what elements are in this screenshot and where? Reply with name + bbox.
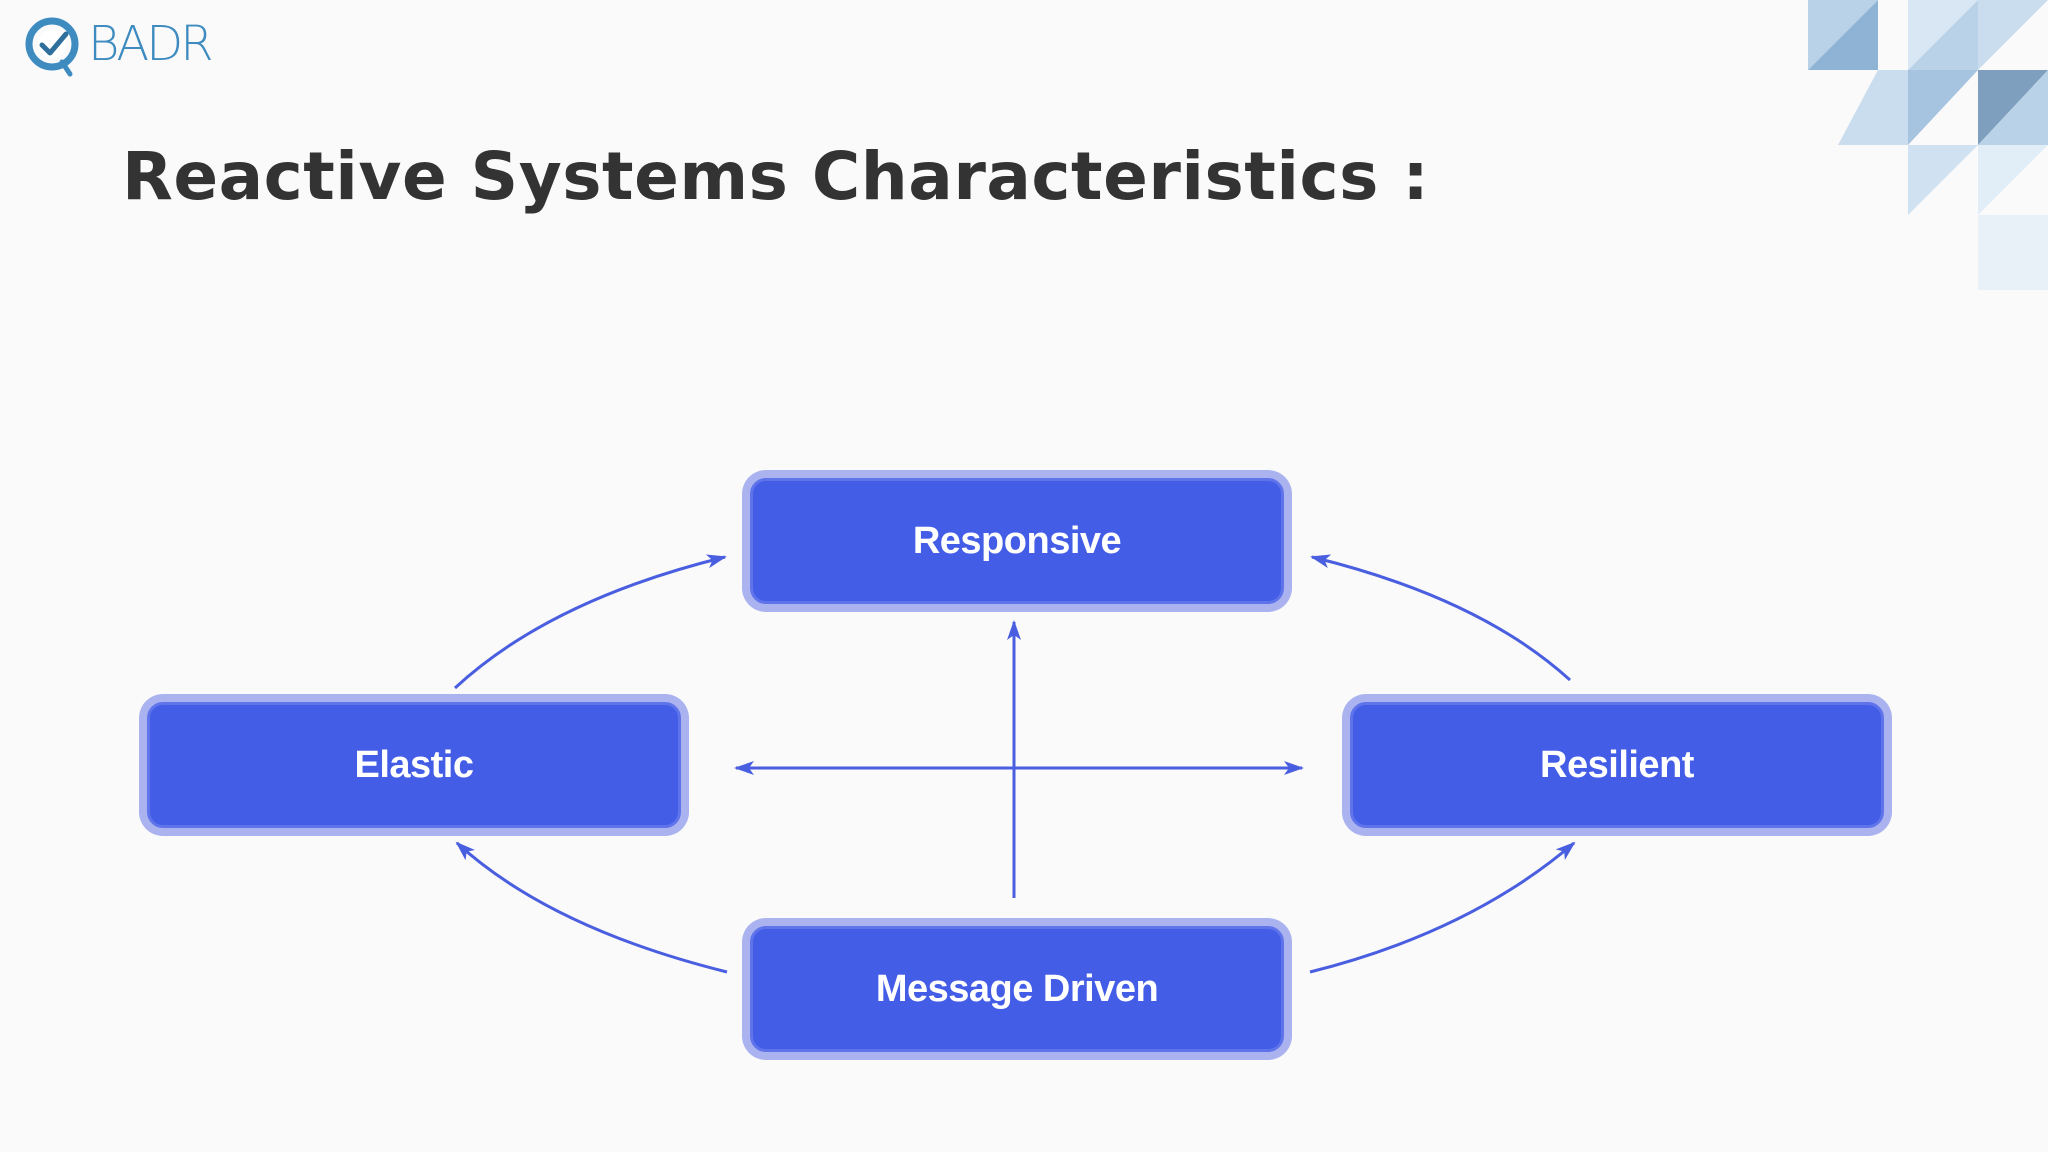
node-message-driven: Message Driven xyxy=(742,918,1292,1060)
node-message-driven-label: Message Driven xyxy=(750,926,1284,1052)
edge-message-to-resilient xyxy=(1309,841,1576,974)
badr-logo-icon xyxy=(25,17,79,77)
edge-elastic-to-responsive xyxy=(453,554,727,690)
edge-message-to-elastic xyxy=(455,841,728,974)
edge-resilient-to-responsive xyxy=(1310,554,1572,682)
node-elastic-label: Elastic xyxy=(147,702,681,828)
logo-text: BADR xyxy=(88,16,214,72)
node-resilient: Resilient xyxy=(1342,694,1892,836)
slide-title: Reactive Systems Characteristics : xyxy=(122,138,1430,215)
node-responsive: Responsive xyxy=(742,470,1292,612)
corner-triangles-pattern xyxy=(1808,0,2048,290)
node-responsive-label: Responsive xyxy=(750,478,1284,604)
node-resilient-label: Resilient xyxy=(1350,702,1884,828)
node-elastic: Elastic xyxy=(139,694,689,836)
logo: BADR xyxy=(22,14,214,84)
